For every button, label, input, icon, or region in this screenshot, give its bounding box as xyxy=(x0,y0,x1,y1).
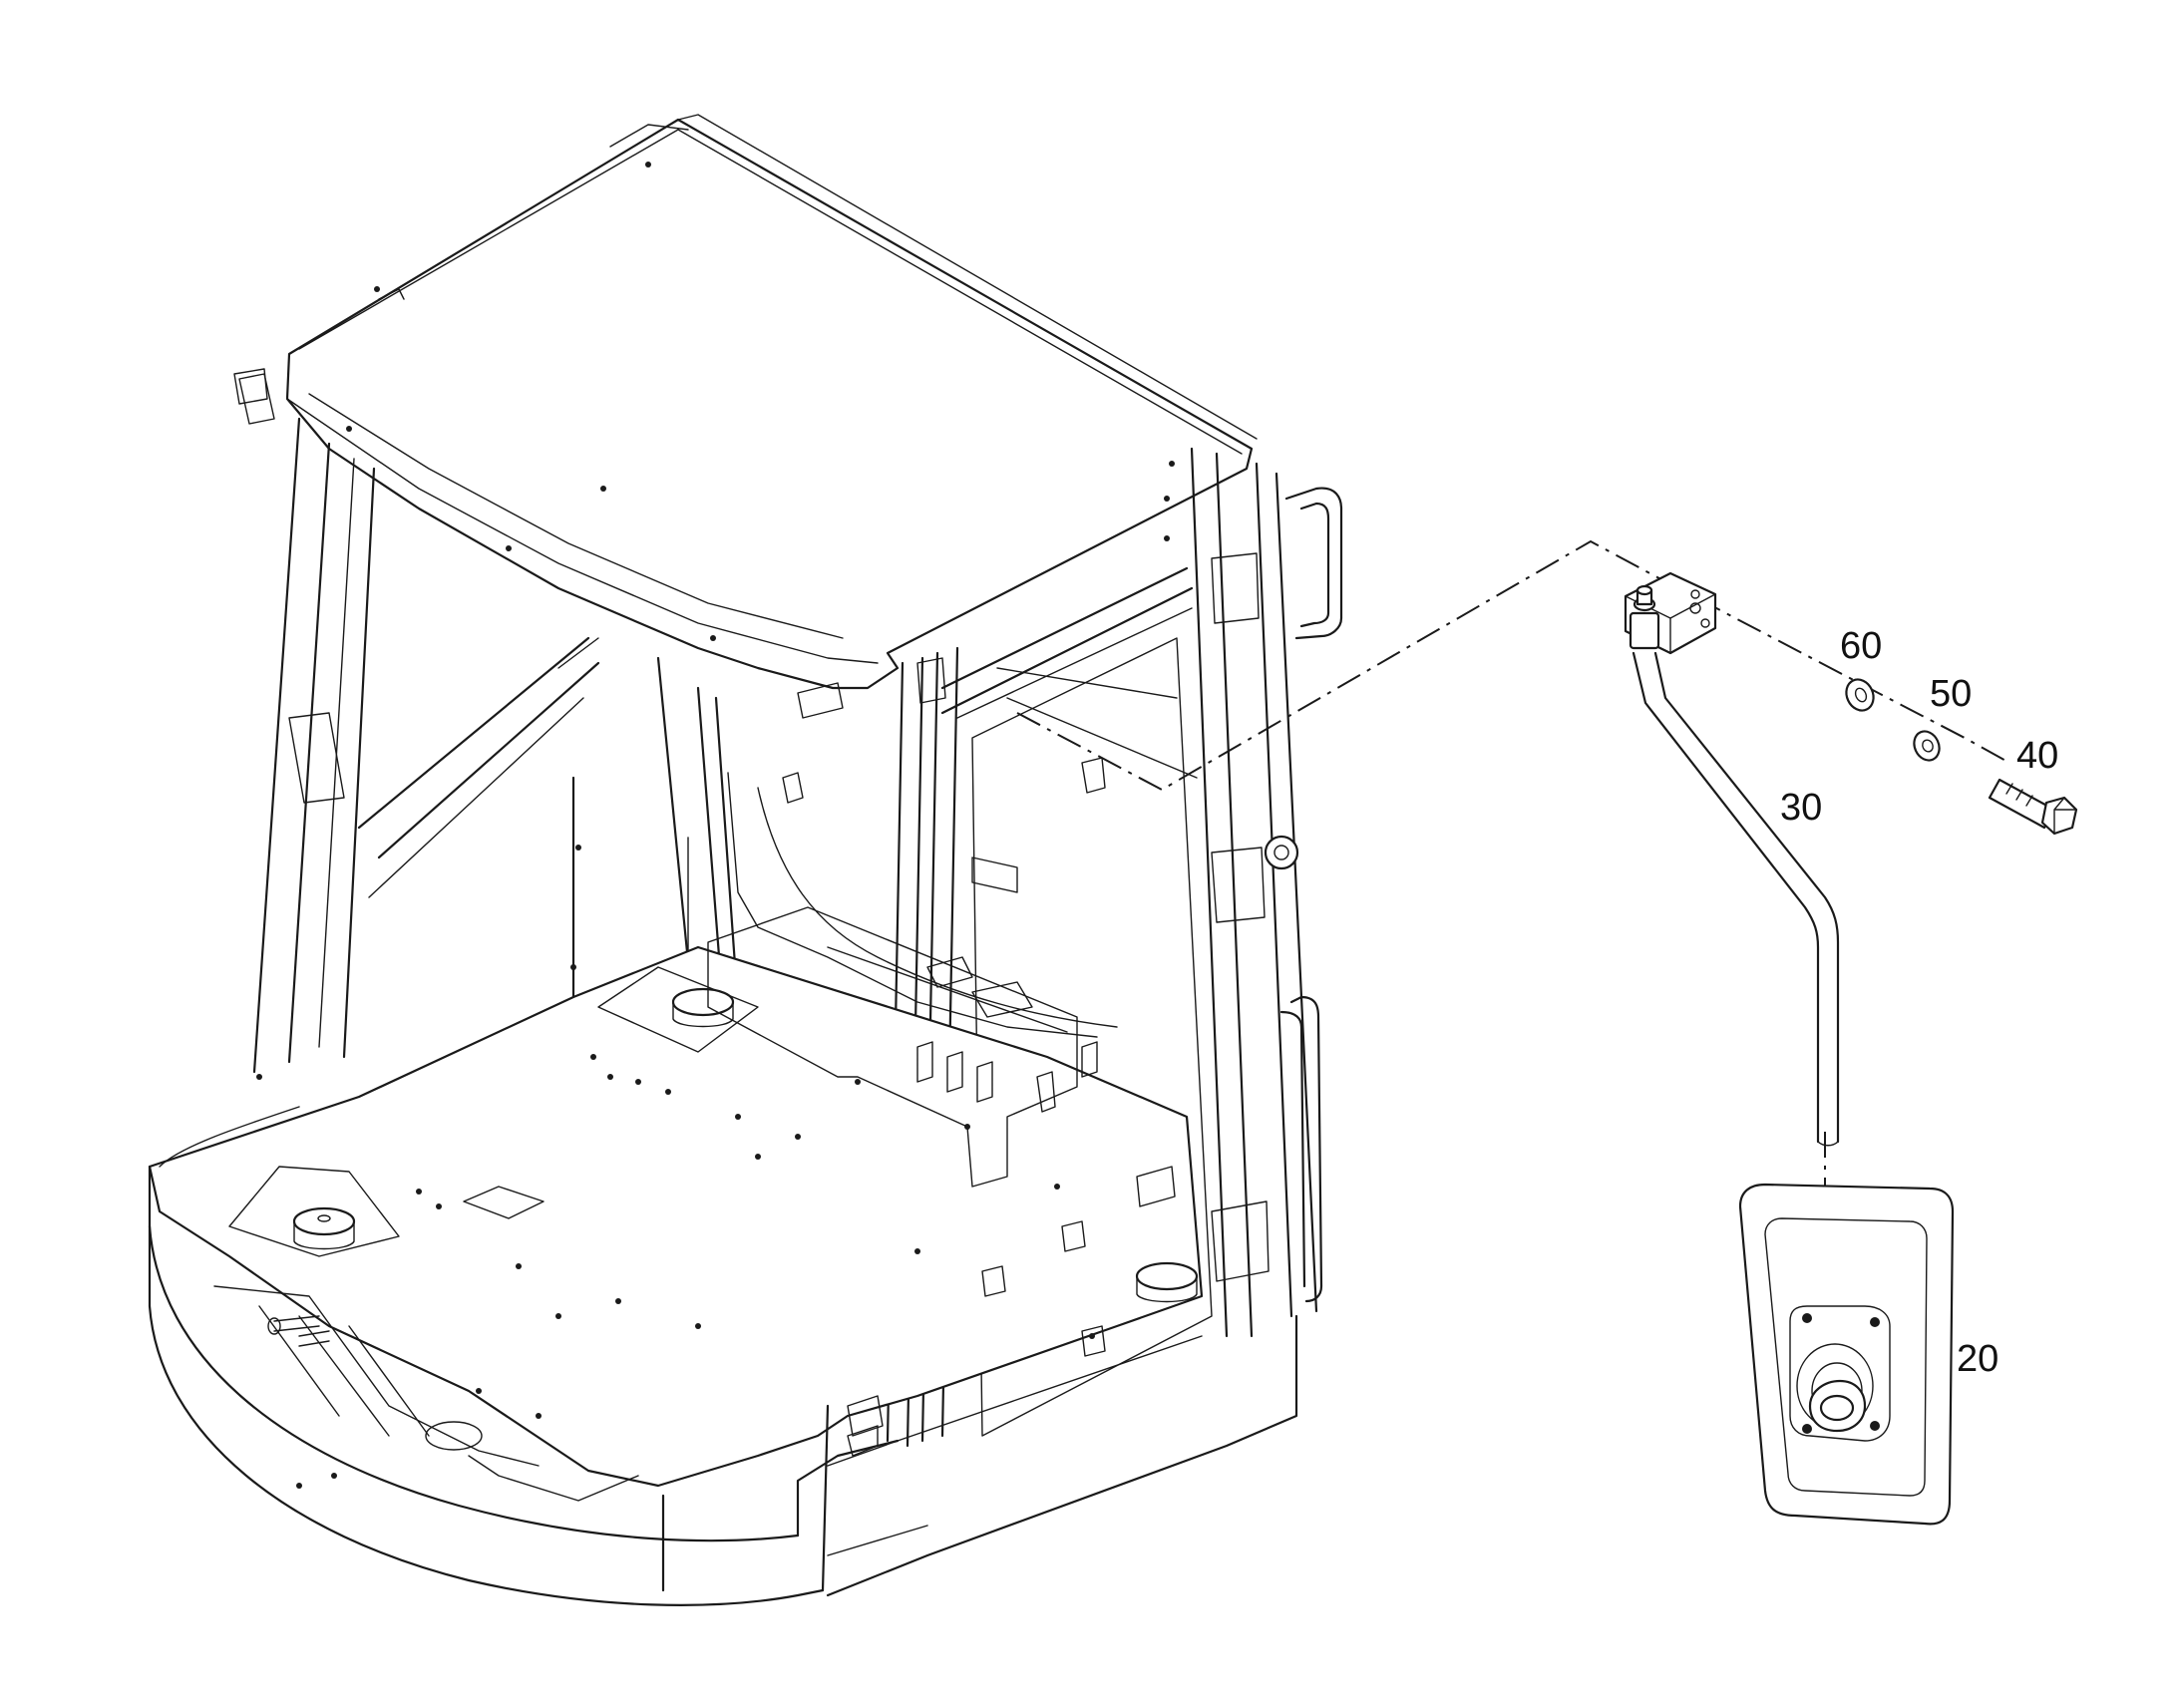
washer-50 xyxy=(1913,730,1941,762)
callout-40: 40 xyxy=(2016,735,2058,777)
mirror-arm-bracket xyxy=(1624,571,1840,1147)
cab-frame xyxy=(148,114,1343,1606)
callout-20: 20 xyxy=(1957,1338,1998,1380)
mirror-head xyxy=(1738,1183,1955,1526)
callout-60: 60 xyxy=(1840,625,1882,667)
washer-60 xyxy=(1845,678,1875,712)
callout-labels: 60 50 40 30 20 xyxy=(1780,625,2058,1380)
callout-50: 50 xyxy=(1930,673,1972,715)
bolt-40 xyxy=(1988,778,2078,836)
callout-30: 30 xyxy=(1780,787,1822,829)
